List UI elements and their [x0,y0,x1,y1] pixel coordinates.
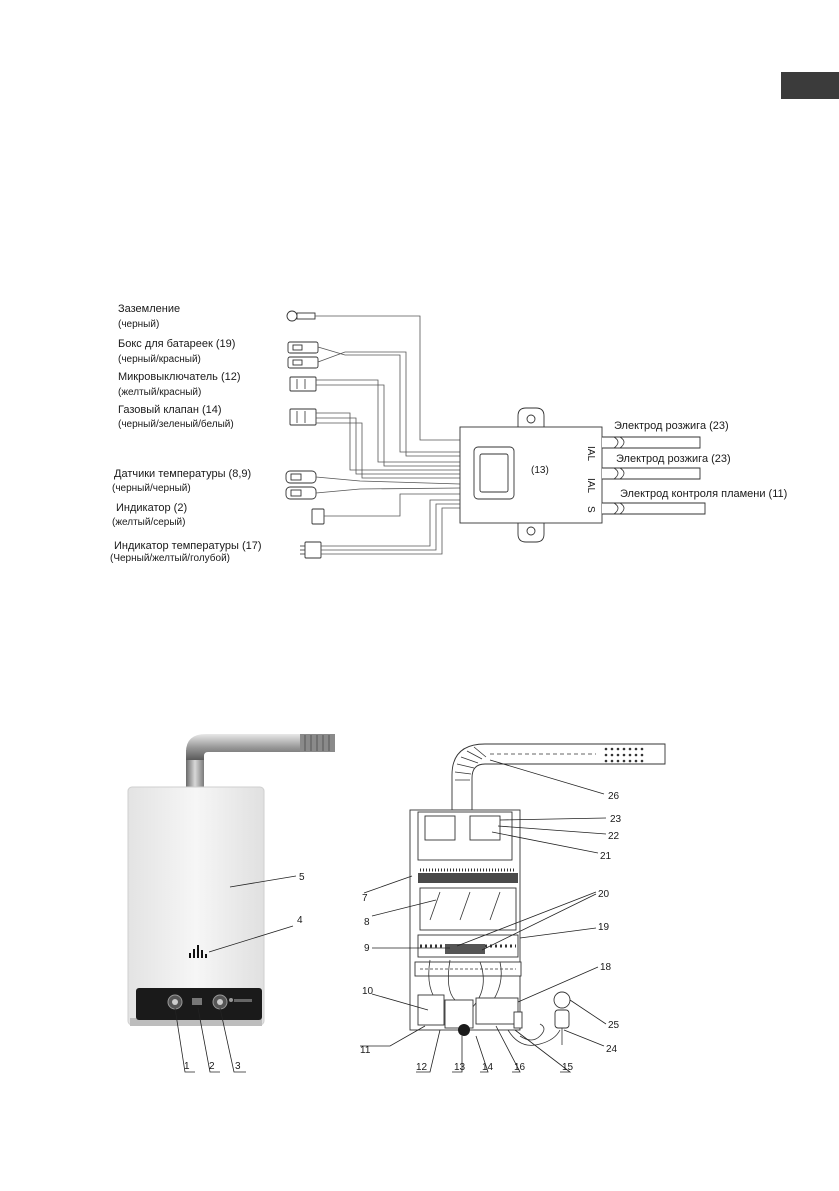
leader-25 [569,999,607,1025]
microswitch-sub: (желтый/красный) [118,387,201,398]
callout-15: 15 [562,1062,574,1073]
electrode-label-2: Электрод розжига (23) [616,453,731,465]
heater-front-view: 5 4 1 2 3 [127,734,335,1073]
callout-18: 18 [600,962,612,973]
out-mark-3: S [585,506,596,513]
callout-12: 12 [416,1062,428,1073]
leader-13 [452,1036,463,1073]
callout-7: 7 [362,893,368,904]
callout-8: 8 [364,917,370,928]
indicator-connector [311,508,325,525]
battery-sub: (черный/красный) [118,354,201,365]
out-mark-2: IAL [585,478,596,493]
microswitch-connector [289,376,317,392]
leader-19 [519,927,597,939]
gas-valve-label: Газовый клапан (14) [118,404,222,416]
exhaust-pipe [186,734,335,788]
leader-3 [219,1007,246,1073]
callout-20: 20 [598,889,610,900]
temp-indicator-connector [300,541,322,559]
ground-terminal [286,310,316,322]
page-corner-tab [781,72,839,99]
front-callout-5: 5 [299,872,305,883]
flue-duct [451,743,666,811]
power-plug [507,991,571,1046]
leader-16 [495,1025,521,1073]
temp-sensors-label: Датчики температуры (8,9) [114,468,251,480]
leader-22 [497,825,607,835]
battery-connectors [287,341,319,369]
leader-14 [475,1035,489,1073]
control-box: (13) IAL IAL S [459,407,603,543]
temp-indicator-label: Индикатор температуры (17) [114,540,262,552]
flue-vent-holes [604,747,644,763]
gas-valve-connector [289,408,317,426]
leader-23 [499,817,607,821]
callout-9: 9 [364,943,370,954]
control-box-label: (13) [531,465,549,476]
flame-indicator-icon [189,945,207,958]
ground-label: Заземление [118,303,180,315]
indicator-label: Индикатор (2) [116,502,187,514]
gas-valve-sub: (черный/зеленый/белый) [118,418,234,430]
callout-16: 16 [514,1062,526,1073]
temp-sensor-connectors [285,470,317,500]
callout-10: 10 [362,986,374,997]
leader-5 [229,875,297,888]
ground-sub: (черный) [118,319,159,330]
heater-internal-view: 26 23 22 21 7 20 8 19 9 18 10 25 11 24 1… [360,743,666,1073]
callout-24: 24 [606,1044,618,1055]
leader-1 [174,1007,195,1073]
callout-21: 21 [600,851,612,862]
leader-8 [371,899,437,917]
indicator-sub: (желтый/серый) [112,517,185,528]
leader-20a [456,891,597,947]
electrode-label-3: Электрод контроля пламени (11) [620,488,787,500]
callout-11: 11 [360,1045,371,1056]
heater-frame [409,809,523,1036]
front-callout-3: 3 [235,1061,241,1072]
leader-26 [489,759,605,795]
out-mark-1: IAL [585,446,596,461]
temp-sensors-sub: (черный/черный) [112,483,191,494]
leader-20b [481,893,597,951]
electrodes [602,436,706,515]
leader-4 [208,925,294,953]
leader-21 [491,831,599,854]
microswitch-label: Микровыключатель (12) [118,371,241,383]
leader-18 [517,966,599,1003]
callout-22: 22 [608,831,620,842]
battery-label: Бокс для батареек (19) [118,338,235,350]
callout-25: 25 [608,1020,620,1031]
callout-19: 19 [598,922,610,933]
callout-13: 13 [454,1062,466,1073]
wiring-diagram: Заземление (черный) Бокс для батареек (1… [110,303,787,564]
control-panel [136,988,262,1020]
callout-14: 14 [482,1062,494,1073]
front-callout-2: 2 [209,1061,215,1072]
leader-11 [360,1025,426,1047]
callout-23: 23 [610,814,622,825]
electrode-label-1: Электрод розжига (23) [614,420,729,432]
leader-12 [416,1029,441,1073]
leader-10 [371,993,429,1011]
wires [315,315,461,555]
temp-indicator-sub: (Черный/желтый/голубой) [110,552,230,564]
leader-24 [563,1029,605,1047]
leader-15 [514,1029,572,1073]
leader-2 [197,1007,220,1073]
front-callout-1: 1 [184,1061,190,1072]
front-callout-4: 4 [297,915,303,926]
callout-26: 26 [608,791,620,802]
leader-7 [363,875,413,894]
